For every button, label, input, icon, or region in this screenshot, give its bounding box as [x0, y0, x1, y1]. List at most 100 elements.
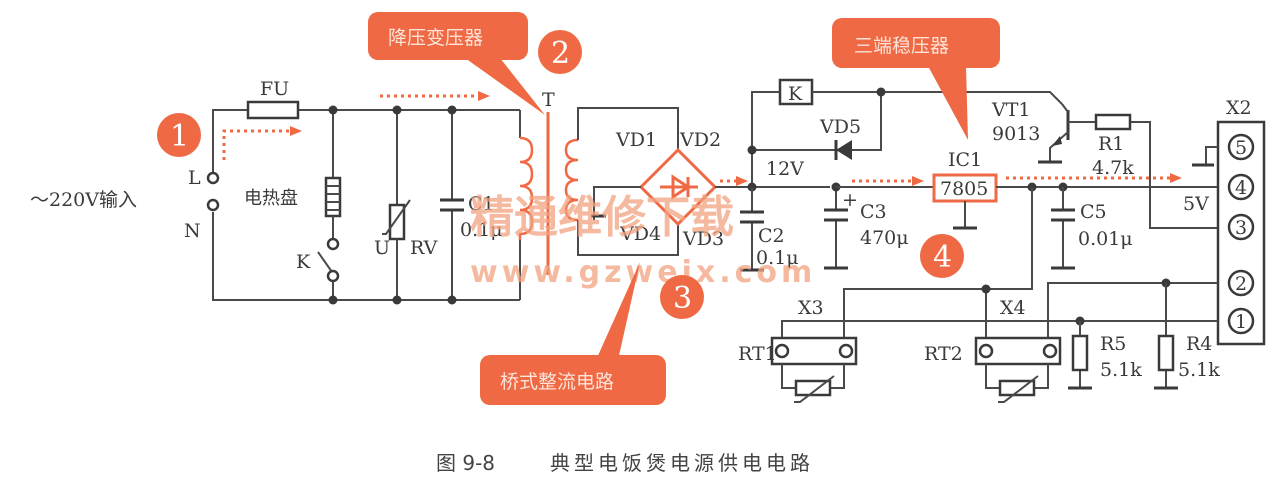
x3-pin	[838, 343, 854, 359]
junction-dot	[747, 145, 757, 155]
x3-label: X3	[798, 297, 824, 319]
connector-x2: X2 5 4 3 2 1 5V	[1183, 97, 1266, 346]
junction-dot	[328, 295, 338, 305]
vd5-diode-icon	[836, 140, 852, 160]
resistor-r5-icon	[1071, 334, 1089, 372]
number-badge-2-text: 2	[551, 36, 570, 71]
12v-label: 12V	[766, 158, 804, 180]
x4-label: X4	[1000, 297, 1026, 319]
callout-2-bubble	[368, 12, 528, 60]
vt1-collector	[1061, 103, 1069, 113]
switch-k-icon	[317, 251, 333, 273]
heater-label: 电热盘	[244, 188, 298, 209]
transformer-t: T	[518, 89, 679, 300]
junction-dot	[981, 284, 991, 294]
12v-section: K VD5 12V C2 0.1μ + C3 470μ	[740, 78, 1063, 272]
arrowhead-icon	[912, 176, 924, 186]
callout-3: 3 桥式整流电路	[480, 262, 704, 405]
figure-caption: 图 9-8 典型电饭煲电源供电电路	[436, 451, 814, 475]
number-badge-4-text: 4	[933, 240, 952, 275]
rt1-label: RT1	[738, 343, 777, 365]
wire-relay-left	[751, 91, 780, 187]
junction-dot	[328, 105, 338, 115]
5v-label: 5V	[1183, 193, 1209, 215]
callout-3-pointer	[596, 262, 640, 360]
callout-2-label: 降压变压器	[388, 27, 483, 49]
vd2-label: VD2	[679, 129, 721, 151]
varistor-slash	[382, 199, 411, 235]
number-badge-2	[538, 30, 582, 74]
callout-4-bubble	[832, 18, 1000, 68]
r5-value: 5.1k	[1100, 359, 1142, 381]
c3-name: C3	[860, 201, 887, 223]
wire-n	[212, 212, 520, 301]
junction-dot	[447, 295, 457, 305]
junction-dot	[447, 105, 457, 115]
x2-pin-5-label: 5	[1235, 137, 1247, 159]
wire-pin5-gnd	[1205, 146, 1218, 165]
caption-number: 图 9-8	[436, 451, 495, 475]
wire-pin2-feed	[843, 187, 1033, 340]
c3-polarity: +	[842, 189, 858, 211]
ac-input-section: L N ～220V输入 FU 电热盘 K U RV C1	[30, 78, 520, 305]
c3-value: 470μ	[860, 227, 909, 249]
fuse-label: FU	[260, 78, 289, 100]
callout-2: 降压变压器 2	[368, 12, 582, 115]
arrowhead-icon	[736, 176, 748, 186]
r5-name: R5	[1100, 333, 1126, 355]
wire-r1	[1068, 121, 1218, 229]
switch-k-contact-top	[326, 237, 340, 251]
x2-pin-5	[1227, 133, 1255, 161]
terminal-l	[206, 171, 220, 185]
ic1-name: IC1	[948, 149, 982, 171]
diode-icon	[660, 174, 698, 200]
callout-2-pointer	[465, 58, 545, 115]
number-badge-4	[920, 234, 964, 278]
wire-x2-pin2	[1047, 282, 1218, 340]
fuse-icon	[246, 100, 300, 120]
c2-name: C2	[758, 225, 785, 247]
wire-secondary-top	[577, 107, 679, 150]
callout-4-pointer	[928, 66, 968, 140]
x4-pin	[1042, 343, 1058, 359]
terminal-l-label: L	[188, 167, 201, 189]
number-badge-3	[660, 275, 704, 319]
switch-k-label: K	[296, 251, 311, 273]
x2-pin-3-label: 3	[1235, 217, 1247, 239]
c5-name: C5	[1080, 201, 1107, 223]
thermistor-slash	[998, 375, 1039, 403]
transistor-vt1: VT1 9013 R1 4.7k	[991, 99, 1218, 229]
number-badge-1	[157, 113, 201, 157]
caption-title: 典型电饭煲电源供电电路	[550, 451, 814, 475]
primary-coil-icon	[518, 136, 534, 240]
regulator-ic1: 7805 IC1	[836, 149, 1218, 230]
ic1-part: 7805	[940, 178, 988, 200]
input-label: ～220V输入	[30, 189, 137, 211]
wire-bridge-left	[593, 186, 641, 220]
terminal-n	[206, 198, 220, 212]
callout-4: 三端稳压器 4	[832, 18, 1000, 278]
vt1-name: VT1	[991, 99, 1030, 121]
thermistor-slash	[794, 375, 835, 403]
x2-pin-2-label: 2	[1235, 273, 1247, 295]
watermark-text: 精通维修下载	[470, 192, 734, 243]
x2-pin-3	[1227, 213, 1255, 241]
varistor-u-label: U	[374, 237, 390, 259]
wire-l	[212, 109, 248, 172]
c2-value: 0.1μ	[756, 247, 799, 269]
vd5-label: VD5	[819, 116, 861, 138]
c1-value: 0.1μ	[460, 219, 503, 241]
x2-pin-1-label: 1	[1235, 311, 1247, 333]
flow-arrows	[222, 91, 1182, 186]
capacitor-c5: C5 0.01μ	[1051, 187, 1133, 270]
arrowhead-icon	[290, 126, 302, 136]
resistor-r1-icon	[1094, 113, 1132, 131]
callout-3-label: 桥式整流电路	[500, 371, 614, 393]
watermark-url: www.gzweix.com	[470, 255, 816, 290]
vt1-emitter	[1049, 131, 1069, 162]
wire-relay-right	[812, 91, 1063, 105]
number-badge-1-text: 1	[170, 119, 189, 154]
junction-dot	[392, 105, 402, 115]
x2-pin-2	[1227, 269, 1255, 297]
